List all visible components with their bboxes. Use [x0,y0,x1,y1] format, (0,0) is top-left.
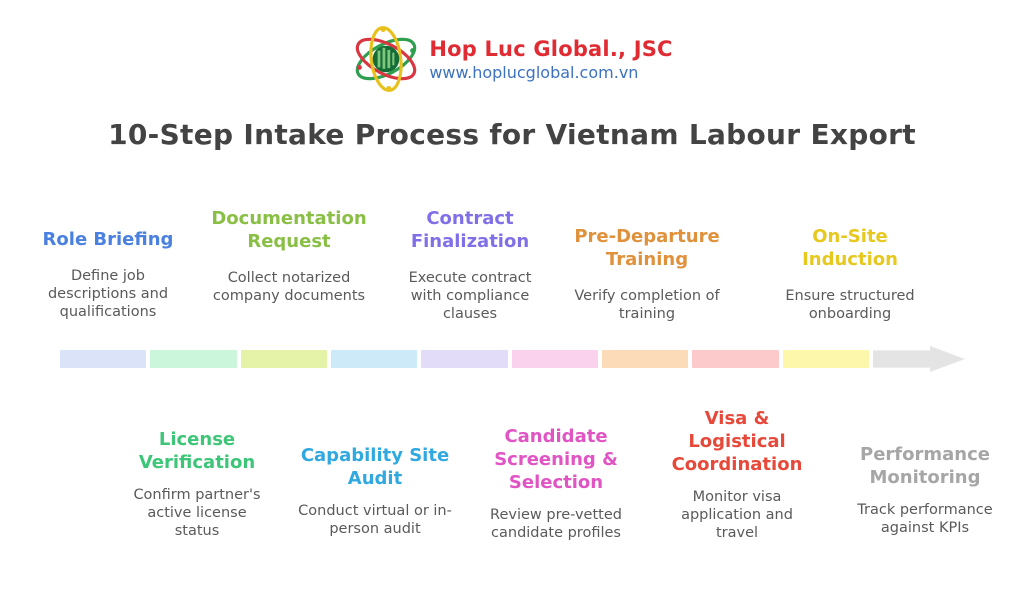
step-license-verification: License Verification Confirm partner's a… [127,428,267,540]
timeline-segment-1 [60,350,147,368]
step-title: Pre-Departure Training [574,226,720,270]
process-arrow-timeline [60,346,965,372]
timeline-segment-4 [330,350,418,368]
step-performance-monitoring: Performance Monitoring Track performance… [845,443,1005,537]
step-description: Monitor visa application and travel [681,489,793,541]
step-title: Role Briefing [42,229,174,250]
step-title: Contract Finalization [410,208,530,252]
step-pre-departure-training: Pre-Departure Training Verify completion… [572,225,722,323]
step-title: Visa & Logistical Coordination [671,408,803,475]
step-capability-site-audit: Capability Site Audit Conduct virtual or… [290,444,460,538]
step-description: Collect notarized company documents [212,270,366,304]
company-website: www.hoplucglobal.com.vn [429,62,639,82]
timeline-segment-3 [240,350,327,368]
timeline-arrowhead [872,346,965,372]
timeline-segment-5 [421,350,508,368]
step-title: Performance Monitoring [860,444,990,488]
brand-text: Hop Luc Global., JSC www.hoplucglobal.co… [429,37,672,82]
step-title: Capability Site Audit [300,445,450,489]
step-description: Ensure structured onboarding [785,288,915,322]
company-logo-atom-icon [356,26,417,92]
company-name: Hop Luc Global., JSC [429,36,673,61]
step-description: Verify completion of training [574,288,720,322]
step-description: Conduct virtual or in-person audit [298,503,452,537]
step-description: Review pre-vetted candidate profiles [490,507,622,541]
step-title: License Verification [138,429,256,473]
step-description: Confirm partner's active license status [133,487,261,539]
timeline-segment-9 [782,350,869,368]
timeline-segment-2 [150,350,237,368]
step-candidate-screening-selection: Candidate Screening & Selection Review p… [481,425,631,542]
step-description: Track performance against KPIs [857,502,993,536]
page-title: 10-Step Intake Process for Vietnam Labou… [108,118,916,151]
header: Hop Luc Global., JSC www.hoplucglobal.co… [0,24,1024,94]
step-on-site-induction: On-Site Induction Ensure structured onbo… [770,225,930,323]
timeline-segment-7 [601,350,689,368]
step-description: Execute contract with compliance clauses [408,270,532,322]
step-description: Define job descriptions and qualificatio… [47,268,169,320]
step-visa-logistical-coordination: Visa & Logistical Coordination Monitor v… [667,407,807,542]
timeline-segment-6 [511,350,598,368]
step-title: Documentation Request [211,208,367,252]
step-title: Candidate Screening & Selection [494,426,618,493]
step-title: On-Site Induction [802,226,898,270]
step-documentation-request: Documentation Request Collect notarized … [204,207,374,305]
step-contract-finalization: Contract Finalization Execute contract w… [398,207,543,323]
step-role-briefing: Role Briefing Define job descriptions an… [28,228,188,321]
timeline-segment-8 [692,350,779,368]
